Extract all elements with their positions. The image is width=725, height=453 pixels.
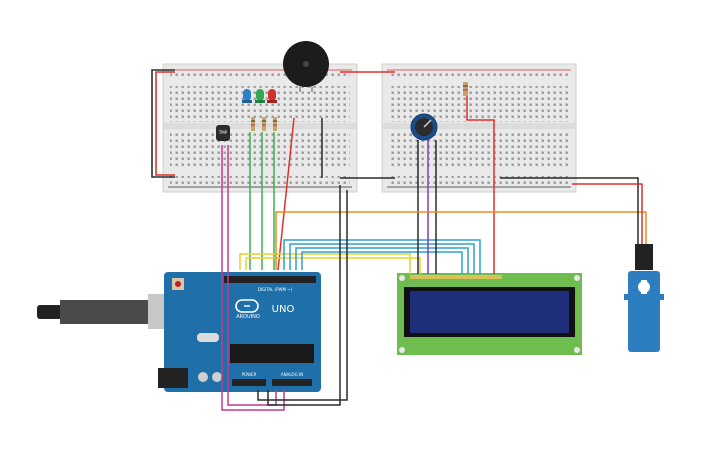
resistor-contrast (463, 82, 468, 96)
arduino-model-text: UNO (272, 304, 295, 315)
servo-icon (624, 244, 664, 352)
temperature-sensor: TMP (216, 125, 230, 141)
led-red (267, 89, 277, 103)
usb-cable (60, 300, 152, 324)
signal-wires (221, 96, 647, 411)
led-blue (242, 89, 252, 103)
potentiometer (410, 113, 438, 141)
led-green (255, 89, 265, 103)
temp-sensor-label: TMP (218, 130, 228, 135)
digital-header-label: DIGITAL (PWM ~) (258, 287, 293, 292)
resistors-leds (251, 117, 277, 131)
buzzer (283, 41, 329, 92)
arduino-uno: ARDUINO UNO DIGITAL (PWM ~) POWER ANALOG… (37, 272, 321, 392)
power-header-label: POWER (242, 372, 257, 377)
arduino-logo-text: ARDUINO (236, 314, 260, 320)
rail-wires (151, 69, 395, 179)
lcd-display (397, 273, 582, 355)
breadboard-left (162, 63, 358, 193)
analog-header-label: ANALOG IN (281, 372, 303, 377)
